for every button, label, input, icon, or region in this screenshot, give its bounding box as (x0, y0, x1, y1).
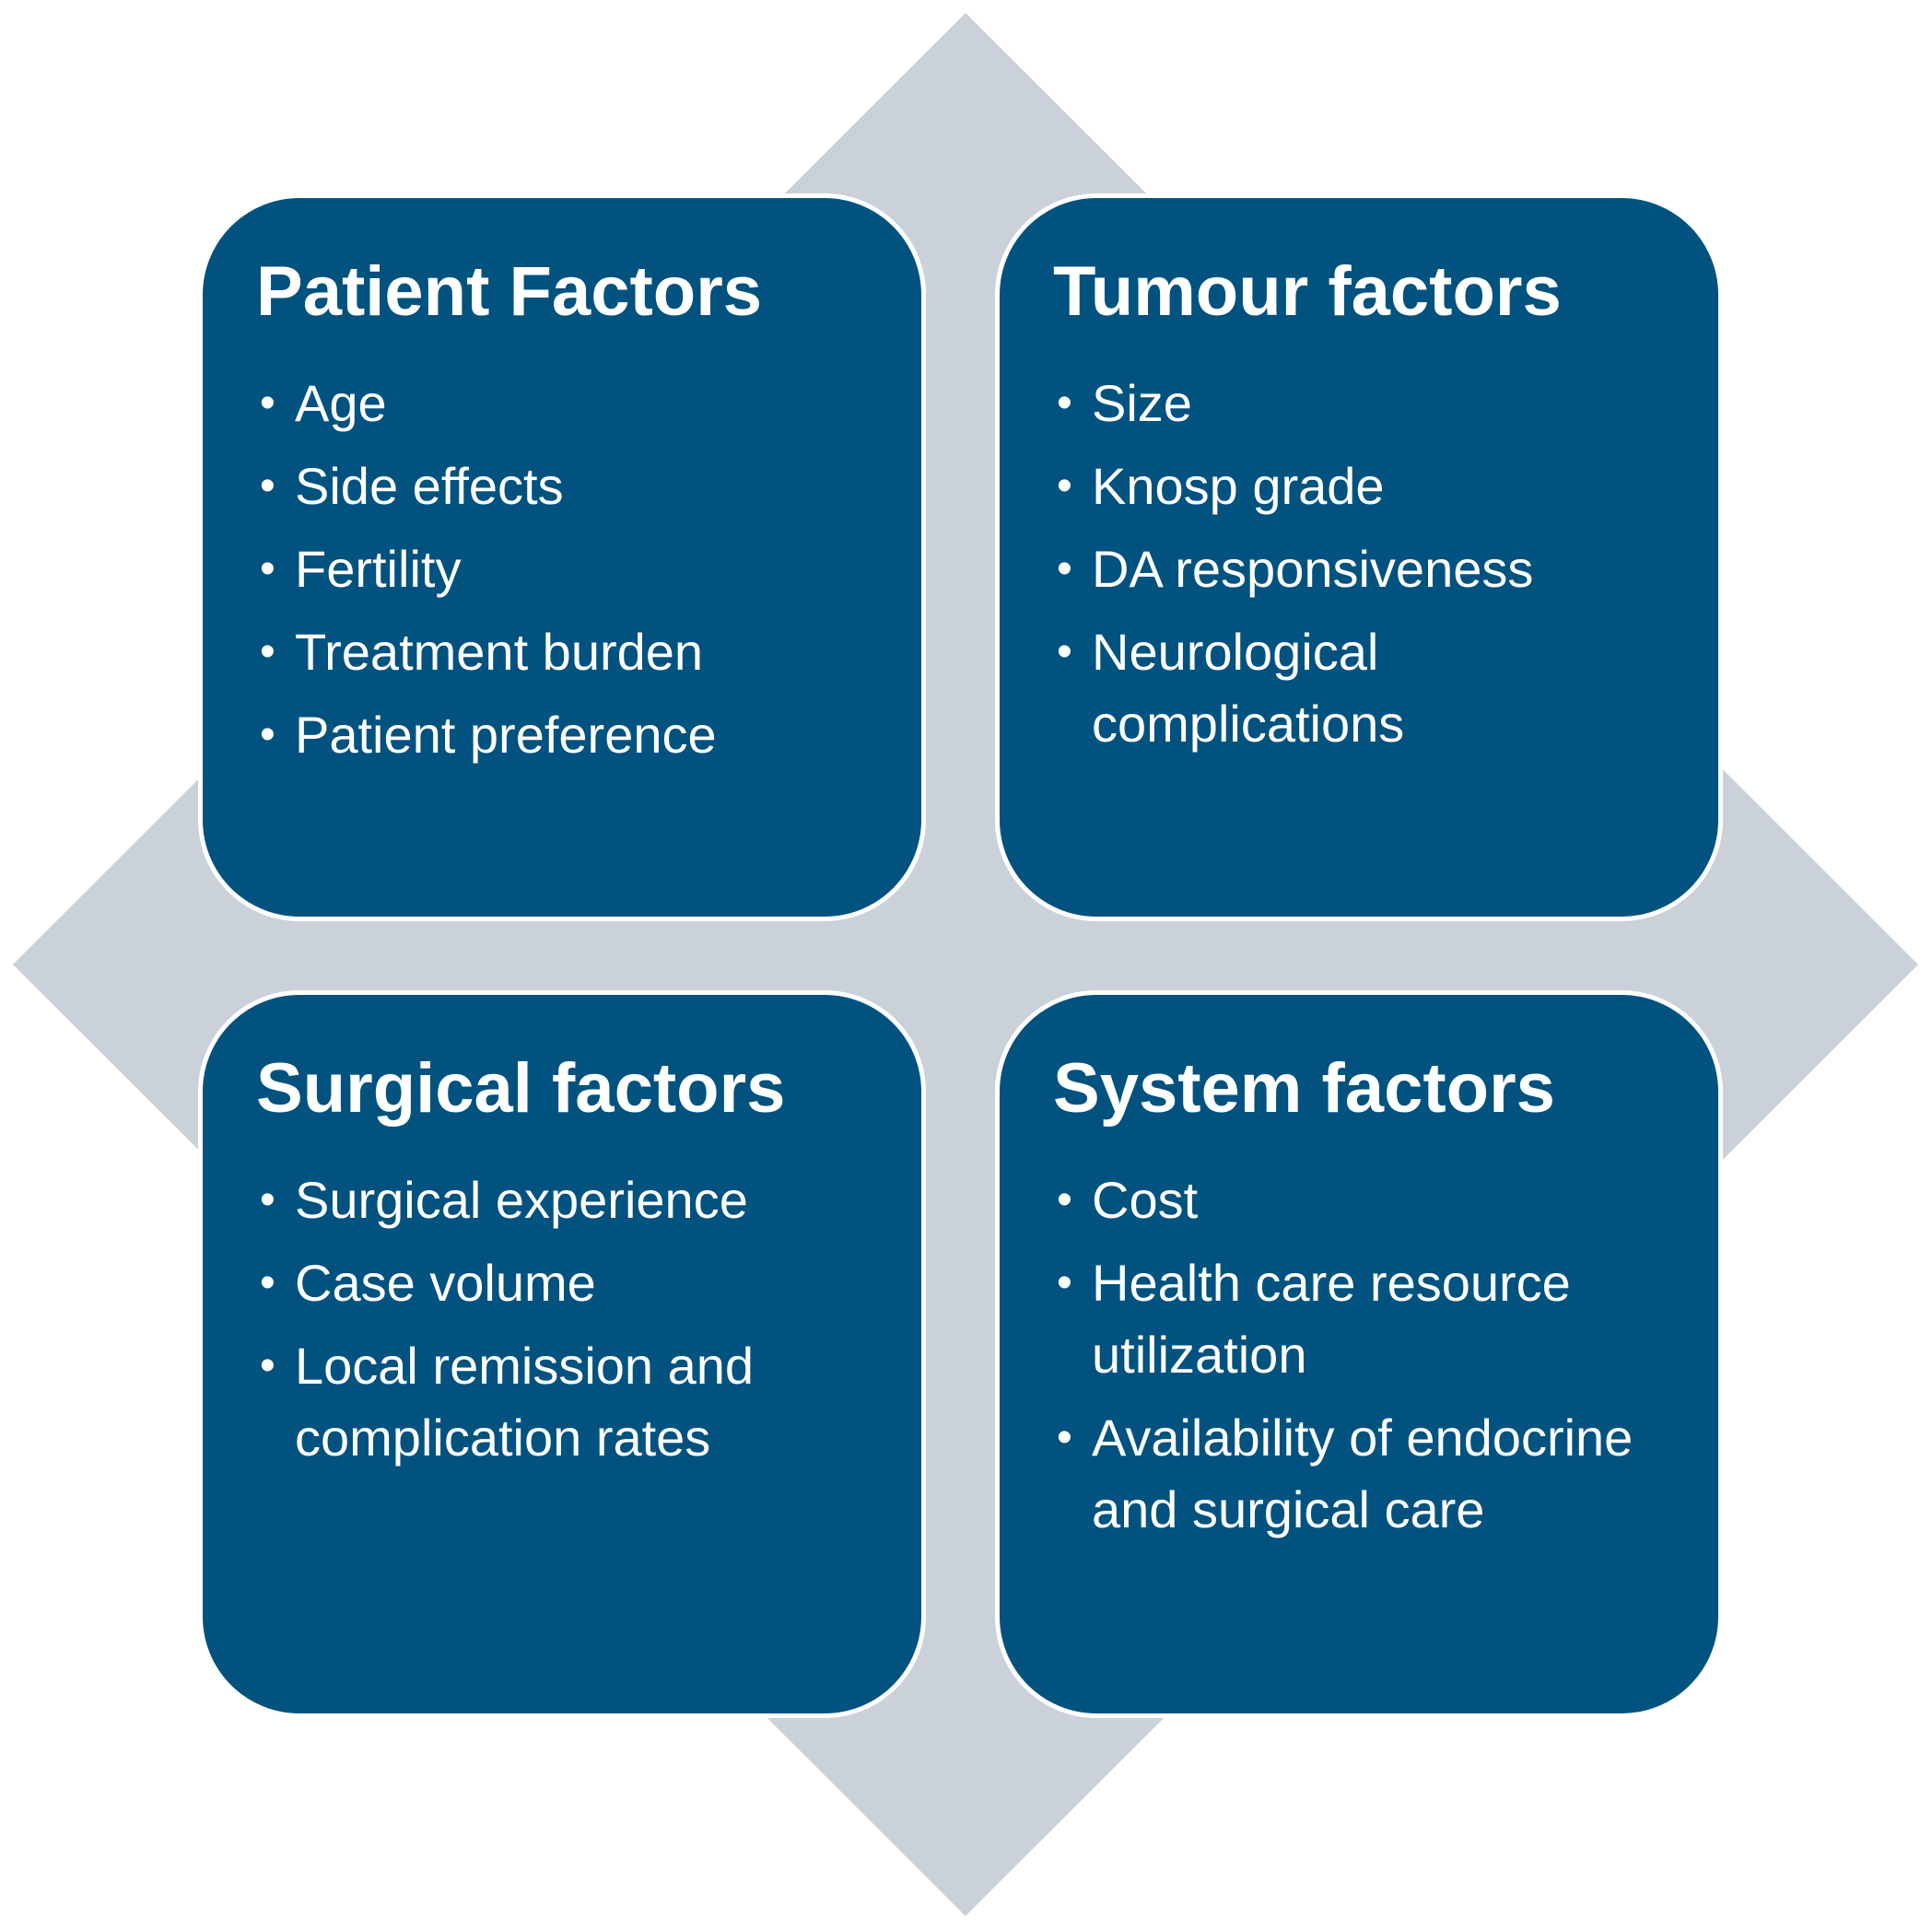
list-item: •Side effects (256, 450, 884, 522)
patient-factors-title: Patient Factors (256, 252, 763, 331)
list-item: •Age (256, 368, 884, 439)
bullet-icon: • (260, 461, 275, 510)
tumour-factors-title: Tumour factors (1053, 252, 1562, 331)
bullet-icon: • (260, 1257, 275, 1307)
bullet-icon: • (260, 544, 275, 593)
tumour-factors-card: Tumour factors •Size •Knosp grade •DA re… (995, 193, 1723, 921)
bullet-icon: • (260, 378, 275, 427)
system-factors-card: System factors •Cost •Health care resour… (995, 990, 1723, 1718)
list-item: •Surgical experience (256, 1164, 884, 1236)
bullet-icon: • (1057, 544, 1072, 593)
list-item: •Health care resource utilization (1053, 1247, 1681, 1391)
list-item: •Neurological complications (1053, 616, 1681, 760)
bullet-icon: • (1057, 1257, 1072, 1307)
patient-factors-card: Patient Factors •Age •Side effects •Fert… (198, 193, 926, 921)
list-item: •Cost (1053, 1164, 1681, 1236)
system-factors-list: •Cost •Health care resource utilization … (1053, 1164, 1681, 1546)
surgical-factors-list: •Surgical experience •Case volume •Local… (256, 1164, 884, 1474)
bullet-icon: • (260, 626, 275, 676)
bullet-icon: • (260, 709, 275, 759)
surgical-factors-card: Surgical factors •Surgical experience •C… (198, 990, 926, 1718)
system-factors-title: System factors (1053, 1049, 1555, 1128)
list-item: •Local remission and complication rates (256, 1330, 884, 1474)
list-item: •Knosp grade (1053, 450, 1681, 522)
bullet-icon: • (1057, 461, 1072, 510)
bullet-icon: • (1057, 1412, 1072, 1462)
list-item: •Case volume (256, 1247, 884, 1319)
list-item: •Size (1053, 368, 1681, 439)
surgical-factors-title: Surgical factors (256, 1049, 786, 1128)
bullet-icon: • (1057, 378, 1072, 427)
list-item: •Fertility (256, 533, 884, 605)
list-item: •DA responsiveness (1053, 533, 1681, 605)
list-item: •Availability of endocrine and surgical … (1053, 1402, 1681, 1546)
tumour-factors-list: •Size •Knosp grade •DA responsiveness •N… (1053, 368, 1681, 760)
bullet-icon: • (260, 1340, 275, 1390)
patient-factors-list: •Age •Side effects •Fertility •Treatment… (256, 368, 884, 771)
bullet-icon: • (1057, 1175, 1072, 1224)
list-item: •Patient preference (256, 699, 884, 771)
bullet-icon: • (260, 1175, 275, 1224)
list-item: •Treatment burden (256, 616, 884, 688)
bullet-icon: • (1057, 626, 1072, 676)
